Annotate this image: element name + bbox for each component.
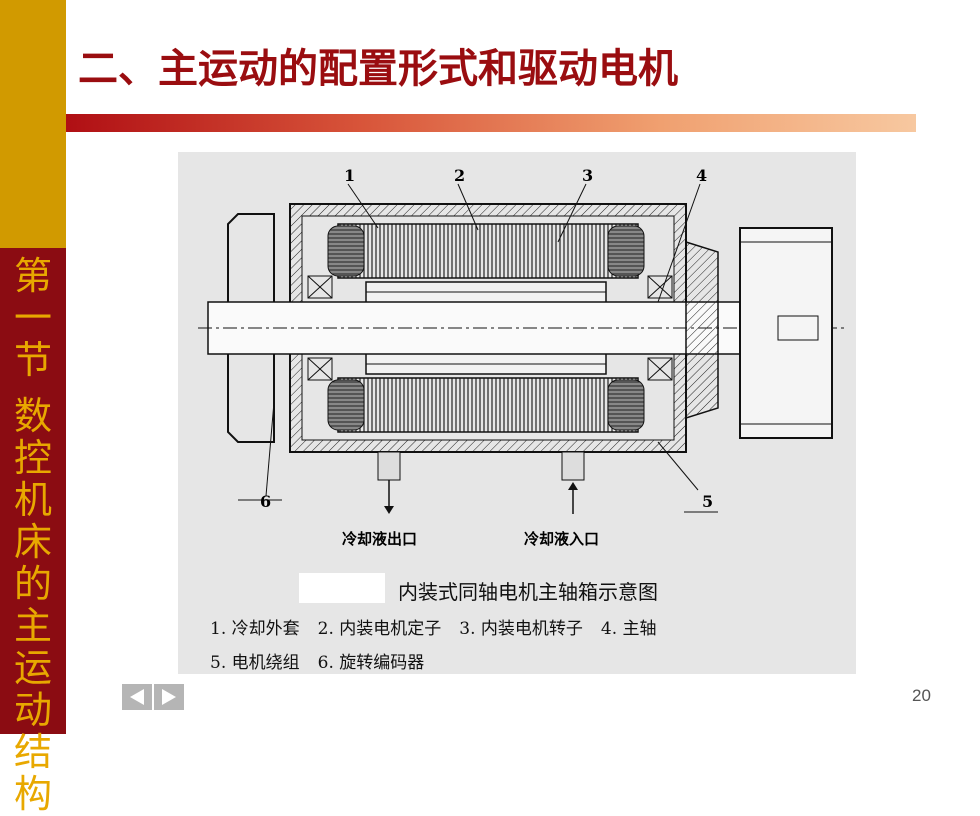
section-char: 机	[13, 478, 52, 522]
section-char: 床	[13, 520, 52, 564]
legend-item: 6. 旋转编码器	[317, 653, 425, 673]
winding-top-right	[607, 225, 645, 277]
title-underline	[66, 114, 916, 132]
slide-nav	[122, 684, 184, 710]
winding-top-left	[327, 225, 365, 277]
stator-bottom	[337, 377, 639, 433]
section-char: 动	[13, 688, 52, 732]
winding-bottom-right	[607, 379, 645, 431]
legend-line-2: 5. 电机绕组 6. 旋转编码器	[210, 648, 442, 673]
left-cover	[227, 213, 275, 443]
callout-4: 4	[696, 166, 708, 185]
section-char: 第	[13, 254, 52, 298]
section-char: 控	[13, 436, 52, 480]
sidebar-accent	[0, 0, 66, 248]
caption-blank-box	[299, 573, 385, 603]
bearing	[307, 275, 333, 299]
coolant-outlet-fitting	[377, 451, 401, 481]
legend-item: 2. 内装电机定子	[317, 619, 442, 639]
stator-top	[337, 223, 639, 279]
bearing	[647, 275, 673, 299]
section-char: 的	[13, 562, 52, 606]
legend-item: 3. 内装电机转子	[459, 619, 583, 639]
section-label: 第 一 节 数 控 机 床 的 主 运 动 结 构	[0, 255, 66, 815]
coolant-inlet-label: 冷却液入口	[524, 530, 600, 548]
legend-item: 4. 主轴	[600, 619, 657, 639]
triangle-left-icon	[130, 689, 144, 705]
section-char: 结	[13, 730, 52, 774]
section-char: 一	[13, 296, 52, 340]
prev-slide-button[interactable]	[122, 684, 152, 710]
next-slide-button[interactable]	[154, 684, 184, 710]
winding-bottom-left	[327, 379, 365, 431]
legend-line-1: 1. 冷却外套 2. 内装电机定子 3. 内装电机转子 4. 主轴	[210, 614, 675, 639]
front-nose	[685, 240, 719, 420]
section-char: 数	[13, 394, 52, 438]
callout-5: 5	[702, 492, 714, 511]
bearing	[307, 357, 333, 381]
callout-1: 1	[344, 166, 356, 185]
legend-item: 5. 电机绕组	[210, 653, 300, 673]
figure-caption: 内装式同轴电机主轴箱示意图	[398, 580, 658, 604]
sidebar: 第 一 节 数 控 机 床 的 主 运 动 结 构	[0, 0, 66, 815]
slide-title: 二、主运动的配置形式和驱动电机	[78, 46, 678, 92]
section-char: 节	[13, 338, 52, 382]
callout-6: 6	[260, 492, 272, 511]
section-char: 构	[13, 772, 52, 816]
coolant-inlet-fitting	[561, 451, 585, 481]
section-char: 运	[13, 646, 52, 690]
section-char: 主	[13, 604, 52, 648]
triangle-right-icon	[162, 689, 176, 705]
coolant-outlet-label: 冷却液出口	[342, 530, 418, 548]
chuck	[739, 227, 833, 439]
page-number: 20	[912, 686, 931, 705]
bearing	[647, 357, 673, 381]
callout-2: 2	[454, 166, 466, 185]
spindle-cross-section-drawing	[198, 183, 848, 514]
spindle-motor-figure: 1 2 3 4 5 6 冷却液出口 冷却液入口	[178, 152, 856, 674]
callout-3: 3	[582, 166, 594, 185]
legend-item: 1. 冷却外套	[210, 619, 300, 639]
